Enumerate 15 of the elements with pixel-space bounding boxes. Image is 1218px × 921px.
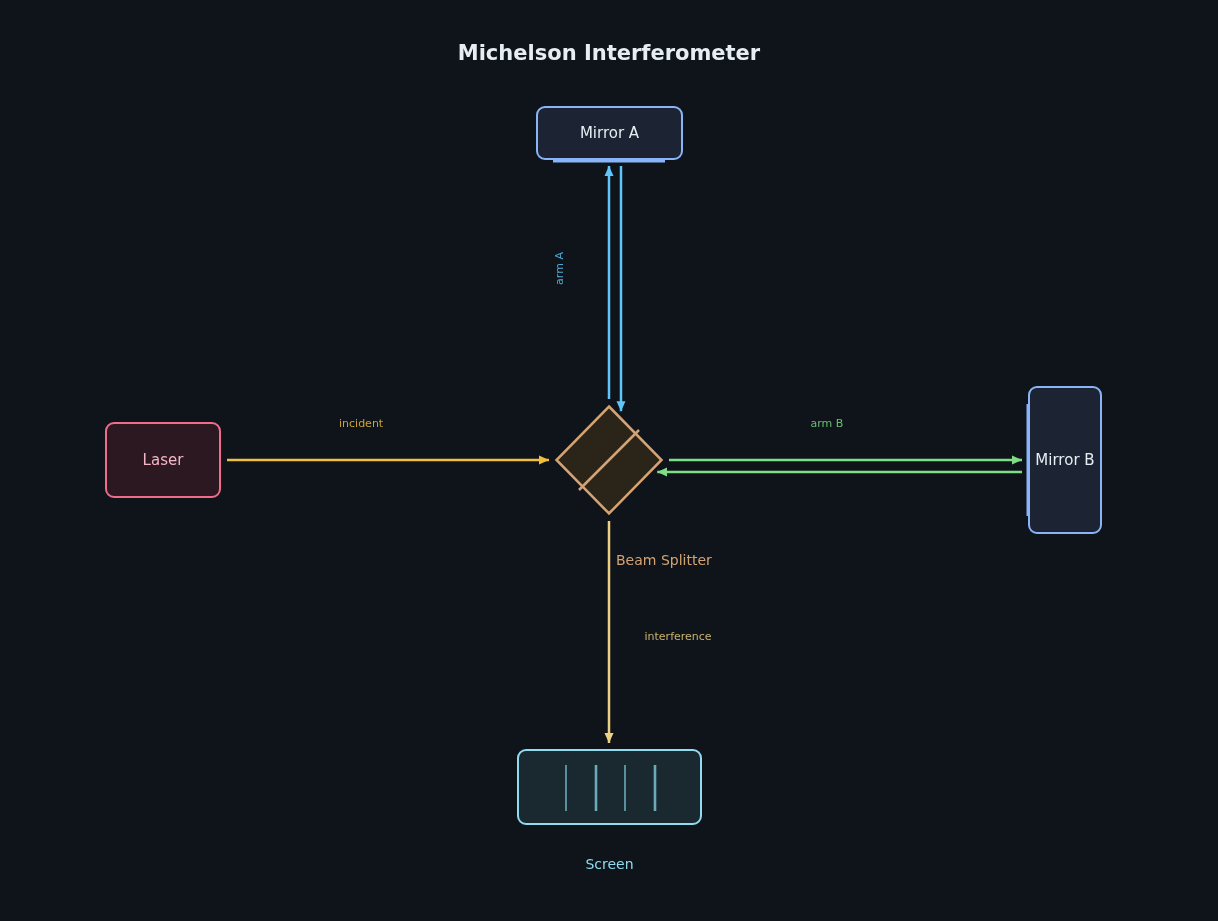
- node-label: Mirror A: [579, 124, 640, 142]
- arrow: [669, 455, 1022, 465]
- node-label: Mirror B: [1035, 451, 1095, 469]
- arrow: [604, 521, 614, 743]
- diagram-title: Michelson Interferometer: [457, 41, 761, 65]
- arrow: [227, 455, 549, 465]
- node-caption: Beam Splitter: [616, 552, 712, 569]
- arrow: [657, 467, 1022, 477]
- node-caption: Screen: [585, 856, 634, 873]
- mirror-box: [1028, 386, 1102, 534]
- arrow: [616, 166, 626, 412]
- mirror-box: [536, 106, 683, 160]
- laser-box: [105, 422, 221, 498]
- arrow: [604, 166, 614, 399]
- node-label: Laser: [142, 451, 184, 469]
